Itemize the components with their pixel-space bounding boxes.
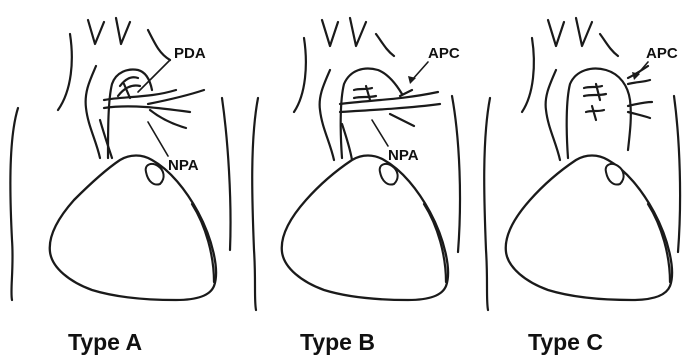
svc-c xyxy=(546,70,560,160)
heart-b xyxy=(282,156,448,301)
pointer-npa-a xyxy=(148,122,168,156)
svc xyxy=(86,66,100,158)
panel-type-b: APC NPA Type B xyxy=(252,18,460,355)
panel-type-a: PDA NPA Type A xyxy=(10,18,230,355)
pointer-apc-b xyxy=(412,62,428,80)
aorta-c xyxy=(567,69,631,158)
neck-vessels xyxy=(58,18,170,110)
neck-vessels-b xyxy=(294,18,394,112)
chest-wall-left-b xyxy=(252,98,258,310)
label-pda: PDA xyxy=(174,45,206,62)
aorta-a xyxy=(108,70,152,158)
apc-vessels-b xyxy=(354,86,376,100)
pulmonary-branches-b xyxy=(340,90,440,126)
type-label-a: Type A xyxy=(68,329,142,355)
pointer-npa-b xyxy=(372,120,388,146)
chest-wall-right-b xyxy=(452,96,460,252)
label-npa-a: NPA xyxy=(168,157,199,174)
main-pa-b xyxy=(342,124,352,160)
svc-b xyxy=(320,70,334,160)
chest-wall-right xyxy=(222,98,231,250)
type-label-c: Type C xyxy=(528,329,603,355)
main-pa-a xyxy=(100,120,112,158)
chest-wall-left xyxy=(10,108,18,300)
chest-wall-left-c xyxy=(484,98,490,310)
heart-a xyxy=(50,156,216,301)
pda-vessel xyxy=(118,77,140,98)
pointer-pda xyxy=(138,60,170,92)
type-label-b: Type B xyxy=(300,329,375,355)
apc-vessels-c xyxy=(584,84,606,120)
neck-vessels-c xyxy=(522,18,618,112)
label-apc-c: APC xyxy=(646,45,678,62)
label-npa-b: NPA xyxy=(388,147,419,164)
aorta-b xyxy=(341,69,402,158)
chest-wall-right-c xyxy=(674,96,680,252)
label-apc-b: APC xyxy=(428,45,460,62)
panel-type-c: APC Type C xyxy=(484,18,680,355)
heart-c xyxy=(506,156,672,301)
